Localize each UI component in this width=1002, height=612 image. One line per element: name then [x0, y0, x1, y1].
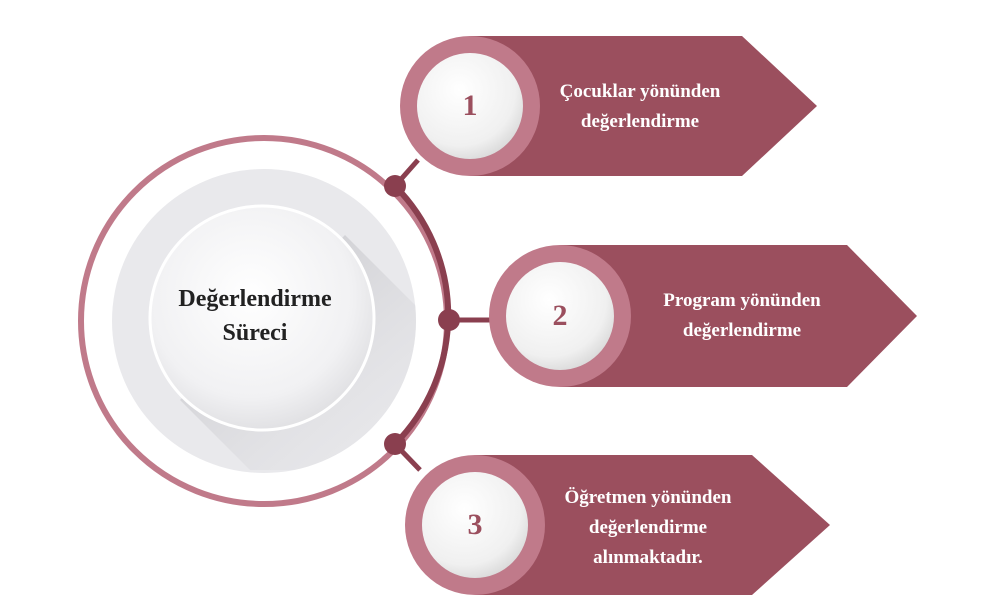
connector-dot-2 — [438, 309, 460, 331]
item-1-ribbon — [470, 36, 817, 176]
item-3-number: 3 — [467, 508, 483, 541]
item-1-label: Çocuklar yönünden değerlendirme — [540, 77, 740, 137]
item-3 — [405, 455, 830, 595]
connector-dot-3 — [384, 433, 406, 455]
item-1 — [400, 36, 817, 176]
connector-dot-1 — [384, 175, 406, 197]
item-3-label: Öğretmen yönünden değerlendirme alınmakt… — [548, 483, 748, 573]
item-2-label-line-2: değerlendirme — [682, 320, 802, 341]
item-3-label-line-2: değerlendirme — [588, 517, 708, 538]
item-3-label-line-1: Öğretmen yönünden — [564, 487, 732, 508]
item-2-label: Program yönünden değerlendirme — [642, 286, 842, 346]
item-2-number: 2 — [552, 299, 568, 332]
center-circle — [148, 204, 376, 432]
item-2-label-line-1: Program yönünden — [663, 290, 821, 311]
center-title-line-2: Süreci — [222, 320, 288, 346]
item-1-number: 1 — [462, 89, 478, 122]
center-title: Değerlendirme Süreci — [140, 282, 370, 350]
item-1-label-line-2: değerlendirme — [580, 111, 700, 132]
center-title-line-1: Değerlendirme — [178, 286, 332, 312]
item-2-circle — [506, 262, 614, 370]
item-3-label-line-3: alınmaktadır. — [593, 547, 703, 568]
item-3-ribbon — [475, 455, 830, 595]
item-1-circle — [417, 53, 523, 159]
item-2 — [489, 245, 917, 387]
item-3-circle — [422, 472, 528, 578]
item-1-label-line-1: Çocuklar yönünden — [559, 81, 721, 102]
item-2-ribbon — [560, 245, 917, 387]
